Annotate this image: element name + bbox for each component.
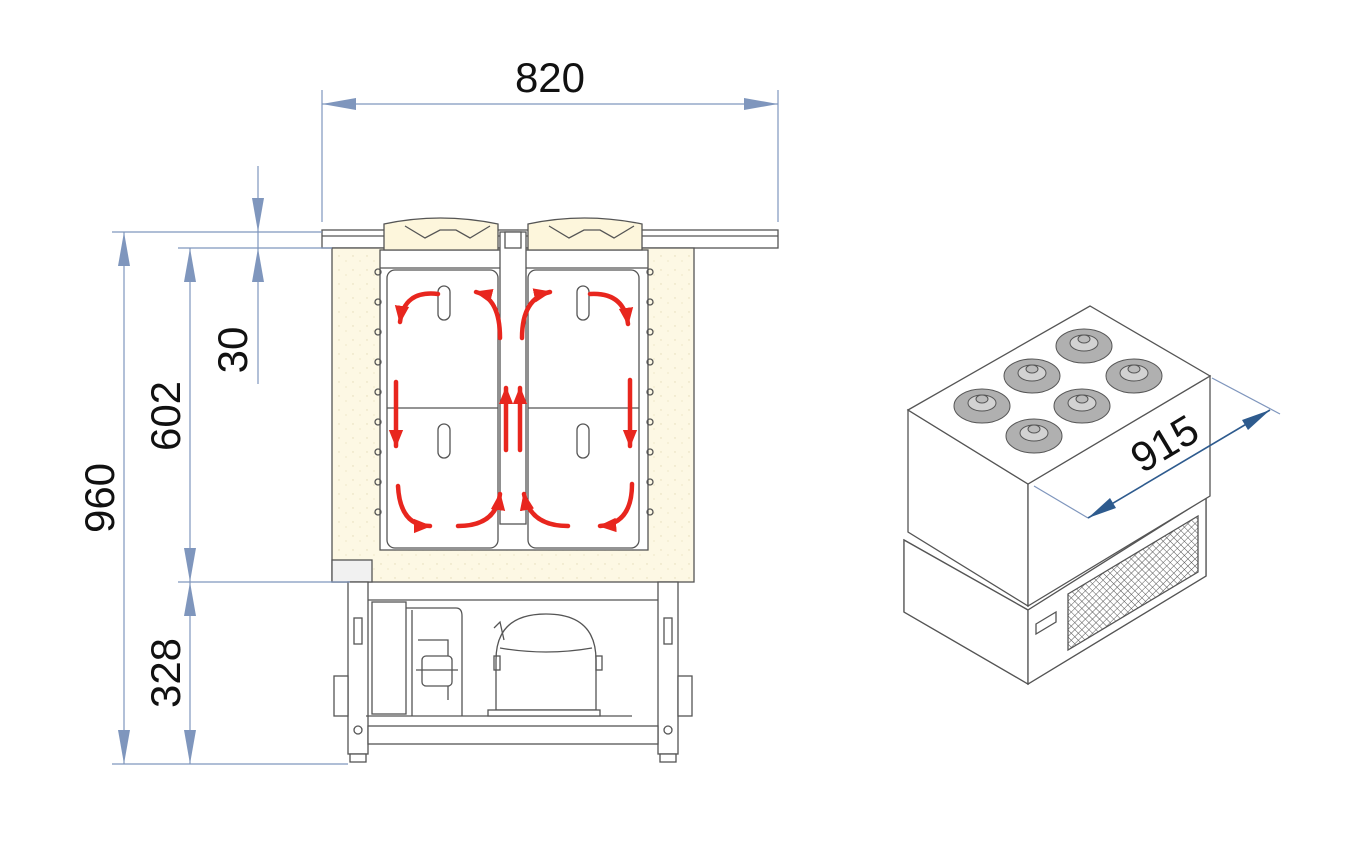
ventilation-grille <box>0 0 1 1</box>
container-right <box>527 269 640 549</box>
isometric-view: 915 <box>0 0 1281 686</box>
dimension-total-height-label: 960 <box>76 463 123 533</box>
dimension-width: 820 <box>321 54 779 222</box>
base-frame <box>333 581 693 763</box>
dimension-top-offset: 30 <box>178 166 332 384</box>
lid-left <box>383 217 499 251</box>
wall-studs <box>374 268 654 516</box>
dimension-top-offset-label: 30 <box>209 327 256 374</box>
ice-cream-wells <box>953 328 1163 454</box>
top-surface <box>906 305 1212 485</box>
lid-right <box>527 217 643 251</box>
dimension-cabinet-height: 602 <box>142 248 350 583</box>
dimension-total-height: 960 <box>76 231 348 765</box>
dimension-width-label: 820 <box>515 54 585 101</box>
container-left <box>386 269 499 549</box>
dimension-cabinet-height-label: 602 <box>142 381 189 451</box>
condensing-unit <box>371 601 603 717</box>
airflow-arrows <box>388 288 638 534</box>
dimension-base-height: 328 <box>142 582 196 764</box>
front-section-view <box>321 217 779 763</box>
dimension-base-height-label: 328 <box>142 638 189 708</box>
